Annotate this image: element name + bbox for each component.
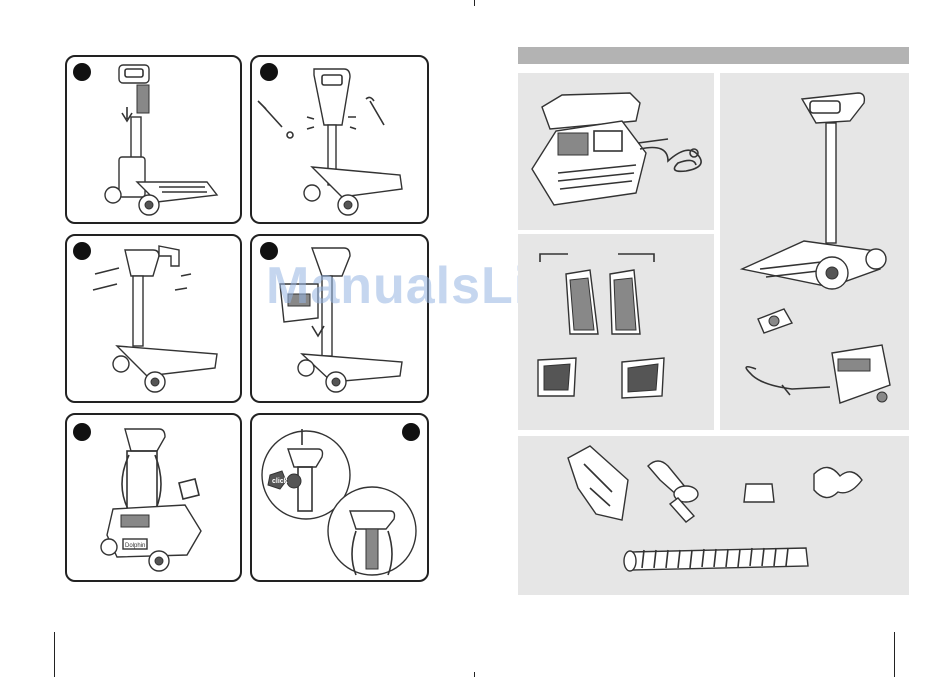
accessories-illustration (518, 436, 909, 595)
caddy-panel (720, 73, 909, 430)
filters-panel (518, 234, 714, 430)
click-label: click (272, 478, 288, 485)
robot-brand-label: Dolphin (125, 543, 145, 549)
step-2-panel (250, 55, 429, 224)
crop-mark (894, 632, 895, 677)
section-header-bar (518, 47, 909, 64)
robot-on-caddy-illustration: Dolphin (67, 415, 240, 580)
step-3-panel (65, 234, 242, 403)
caddy-screw-fasten-illustration (252, 57, 427, 222)
step-5-panel: Dolphin (65, 413, 242, 582)
robot-panel (518, 73, 714, 230)
accessories-panel (518, 436, 909, 595)
filter-baskets-illustration (518, 234, 714, 430)
caddy-handle-attach-illustration (67, 236, 240, 401)
step-6-panel: click (250, 413, 429, 582)
robot-cleaner-illustration (518, 73, 714, 230)
caddy-handle-insert-illustration (67, 57, 240, 222)
crop-mark (54, 632, 55, 677)
caddy-remote-power-supply-illustration (720, 73, 909, 430)
cable-hook-click-illustration: click (252, 415, 427, 580)
crop-mark (474, 672, 475, 677)
step-1-panel (65, 55, 242, 224)
crop-mark (474, 0, 475, 6)
